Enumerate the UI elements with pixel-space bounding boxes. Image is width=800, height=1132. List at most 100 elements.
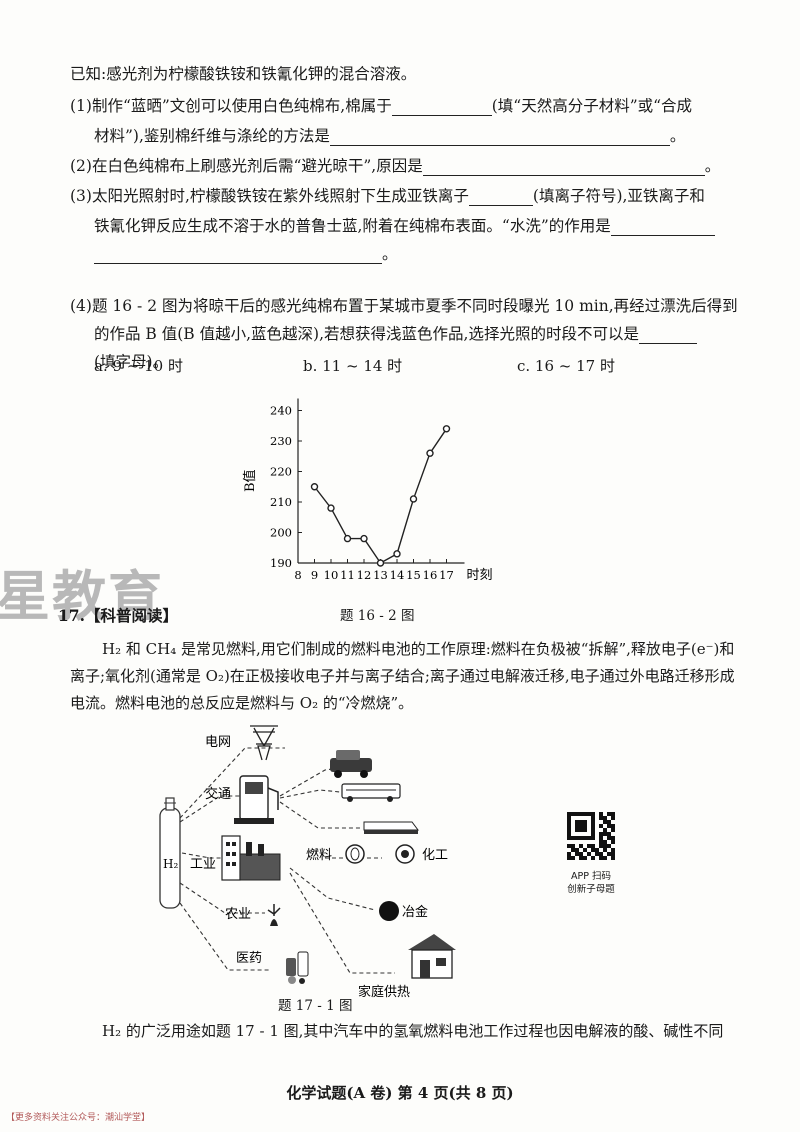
plant-icon bbox=[267, 904, 281, 926]
answer-blank[interactable] bbox=[391, 101, 492, 116]
connector-grid bbox=[179, 747, 285, 819]
label-metallurgy: 冶金 bbox=[402, 904, 428, 920]
x-tick-label: 16 bbox=[423, 568, 438, 582]
q1-end: 。 bbox=[669, 127, 686, 145]
y-tick-label: 210 bbox=[270, 495, 292, 509]
q2-end: 。 bbox=[704, 157, 721, 175]
connector-car bbox=[279, 767, 341, 797]
metal-ball-icon bbox=[379, 901, 399, 921]
option-b: b. 11 ~ 14 时 bbox=[303, 357, 403, 375]
label-grid: 电网 bbox=[205, 735, 231, 750]
x-axis-label: 时刻 bbox=[467, 568, 493, 583]
bottom-note: 【更多资料关注公众号：潮汕学堂】 bbox=[6, 1113, 151, 1123]
q4-line-3: (填字母)。 bbox=[94, 353, 169, 371]
q1-text-b: (填“天然高分子材料”或“合成 bbox=[491, 97, 693, 115]
q3-text-c: 铁氰化钾反应生成不溶于水的普鲁士蓝,附着在纯棉布表面。“水洗”的作用是 bbox=[94, 217, 611, 235]
hydrogen-cylinder-icon bbox=[159, 797, 181, 909]
x-tick-label: 10 bbox=[324, 568, 339, 582]
x-tick-label: 9 bbox=[311, 568, 318, 582]
x-tick-label: 14 bbox=[390, 568, 405, 582]
y-tick-label: 230 bbox=[270, 434, 292, 448]
connector-metallurgy bbox=[289, 867, 376, 911]
question-1-line-2: 材料”),鉴别棉纤维与涤纶的方法是 。 bbox=[94, 124, 685, 146]
diagram-caption: 题 17 - 1 图 bbox=[278, 998, 353, 1014]
y-tick-label: 220 bbox=[270, 465, 292, 479]
label-chemical: 化工 bbox=[422, 848, 448, 863]
power-tower-icon bbox=[250, 725, 278, 761]
y-tick-label: 190 bbox=[270, 556, 292, 570]
data-point bbox=[393, 550, 401, 558]
page-footer: 化学试题(A 卷) 第 4 页(共 8 页) bbox=[286, 1084, 514, 1102]
option-c: c. 16 ~ 17 时 bbox=[517, 357, 615, 375]
bus-icon bbox=[341, 783, 401, 802]
data-point bbox=[409, 495, 418, 503]
question-1-line-1: (1)制作“蓝晒”文创可以使用白色纯棉布,棉属于(填“天然高分子材料”或“合成 bbox=[70, 94, 692, 116]
x-tick-label: 17 bbox=[439, 568, 454, 582]
qr-caption-line-2: 创新子母题 bbox=[567, 884, 615, 895]
car-icon bbox=[330, 750, 372, 778]
question-3-line-3: 。 bbox=[94, 242, 398, 264]
qr-code-icon[interactable] bbox=[567, 812, 615, 860]
answer-blank[interactable] bbox=[468, 191, 533, 206]
y-tick-label: 240 bbox=[270, 404, 292, 418]
cylinder-label: H₂ bbox=[163, 857, 178, 871]
data-point bbox=[426, 449, 434, 457]
qr-caption: APP 扫码 创新子母题 bbox=[556, 870, 626, 896]
data-point bbox=[442, 425, 451, 433]
label-heating: 家庭供热 bbox=[358, 984, 410, 1000]
q17-paragraph-2: H₂ 的广泛用途如题 17 - 1 图,其中汽车中的氢氧燃料电池工作过程也因电解… bbox=[102, 1022, 724, 1040]
qr-caption-line-1: APP 扫码 bbox=[571, 871, 611, 882]
x-tick-label: 11 bbox=[340, 568, 355, 582]
option-a: a. 9 ~ 10 时 bbox=[94, 357, 183, 375]
answer-blank[interactable] bbox=[610, 221, 715, 236]
watermark: 星教育 bbox=[0, 565, 164, 628]
q2-text: (2)在白色纯棉布上刷感光剂后需“避光晾干”,原因是 bbox=[70, 157, 423, 175]
medicine-bottles-icon bbox=[286, 951, 309, 984]
answer-blank[interactable] bbox=[422, 161, 705, 176]
q17-paragraph-1: H₂ 和 CH₄ 是常见燃料,用它们制成的燃料电池的工作原理:燃料在负极被“拆解… bbox=[70, 640, 735, 712]
question-2: (2)在白色纯棉布上刷感光剂后需“避光晾干”,原因是 。 bbox=[70, 154, 720, 176]
data-point bbox=[310, 483, 319, 491]
q3-text-b: (填离子符号),亚铁离子和 bbox=[532, 187, 705, 205]
y-axis-label: B值 bbox=[242, 469, 258, 492]
flask-icon bbox=[345, 844, 365, 864]
x-tick-label: 13 bbox=[373, 568, 388, 582]
connector-heating bbox=[289, 872, 395, 974]
x-tick-label: 12 bbox=[357, 568, 372, 582]
data-point bbox=[376, 559, 385, 567]
q4-line-2-text: 的作品 B 值(B 值越小,蓝色越深),若想获得浅蓝色作品,选择光照的时段不可以… bbox=[94, 325, 639, 343]
question-3-line-1: (3)太阳光照射时,柠檬酸铁铵在紫外线照射下生成亚铁离子 (填离子符号),亚铁离子… bbox=[70, 184, 705, 206]
series-line bbox=[313, 428, 448, 564]
connector-train bbox=[279, 801, 360, 829]
chart-caption: 题 16 - 2 图 bbox=[340, 608, 415, 624]
label-agriculture: 农业 bbox=[225, 907, 251, 922]
q4-line-2: 的作品 B 值(B 值越小,蓝色越深),若想获得浅蓝色作品,选择光照的时段不可以… bbox=[94, 322, 697, 344]
answer-blank[interactable] bbox=[638, 329, 697, 344]
label-industry: 工业 bbox=[190, 857, 216, 872]
x-tick-label: 8 bbox=[294, 568, 301, 582]
flask-icon bbox=[395, 844, 415, 864]
data-point bbox=[327, 504, 335, 512]
x-tick-label: 15 bbox=[406, 568, 421, 582]
q4-line-1: (4)题 16 - 2 图为将晾干后的感光纯棉布置于某城市夏季不同时段曝光 10… bbox=[70, 297, 738, 315]
hydrogen-uses-diagram: H₂ 电网 交通 工业 燃料 化工 bbox=[159, 725, 456, 1000]
q1-text-c: 材料”),鉴别棉纤维与涤纶的方法是 bbox=[94, 127, 330, 145]
label-transport: 交通 bbox=[205, 786, 231, 802]
answer-blank[interactable] bbox=[329, 131, 670, 146]
connector-agriculture bbox=[179, 882, 265, 914]
label-fuel: 燃料 bbox=[306, 847, 332, 863]
train-icon bbox=[363, 821, 419, 834]
connector-transport bbox=[179, 795, 260, 823]
q17-number: 17. bbox=[58, 606, 85, 625]
answer-blank[interactable] bbox=[94, 249, 382, 264]
q17-title: 【科普阅读】 bbox=[84, 606, 178, 625]
q17-heading: 17.【科普阅读】 bbox=[58, 604, 178, 626]
data-point bbox=[343, 534, 352, 543]
q3-end: 。 bbox=[382, 245, 398, 263]
q3-text-a: (3)太阳光照射时,柠檬酸铁铵在紫外线照射下生成亚铁离子 bbox=[70, 187, 469, 205]
fuel-pump-icon bbox=[234, 775, 279, 824]
label-medicine: 医药 bbox=[236, 951, 262, 966]
y-tick-label: 200 bbox=[270, 526, 292, 540]
connector-industry bbox=[181, 852, 260, 859]
